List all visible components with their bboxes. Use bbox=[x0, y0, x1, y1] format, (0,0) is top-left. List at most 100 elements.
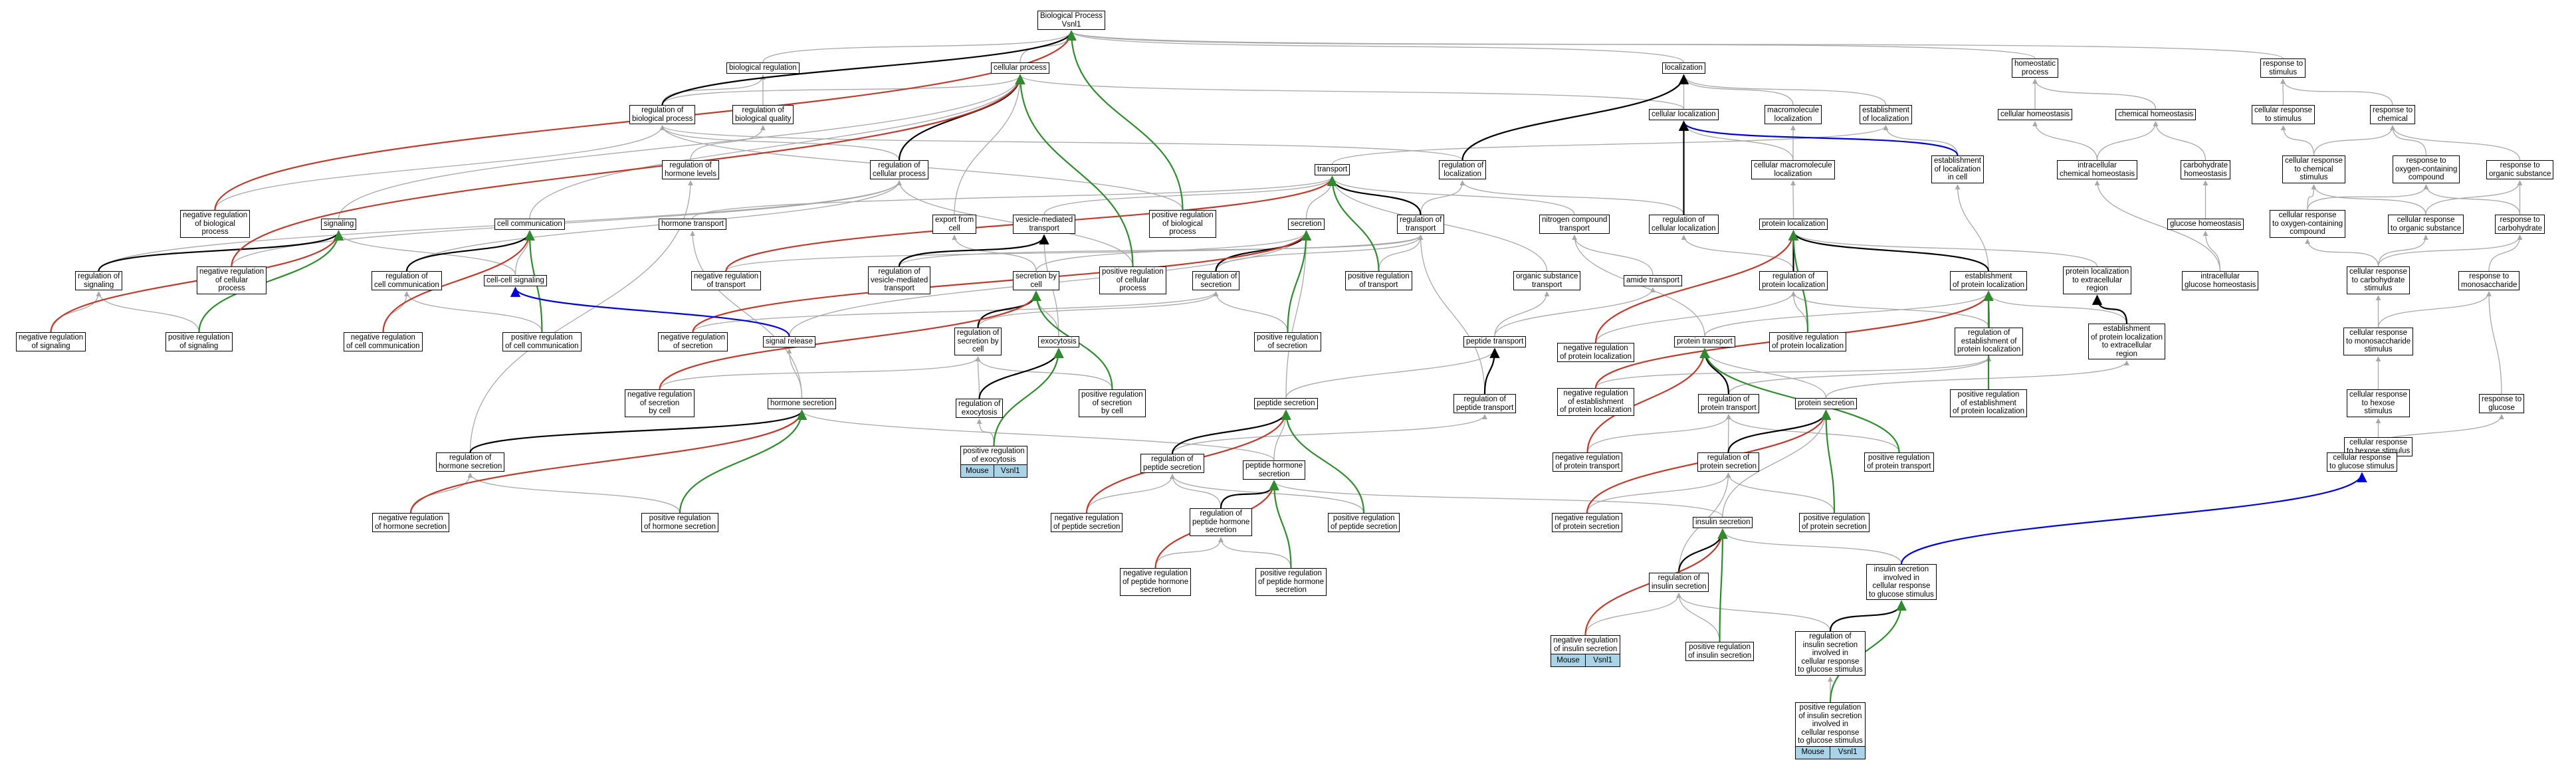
go-term-eslocc[interactable]: establishment of localization in cell bbox=[1931, 155, 1984, 183]
go-term-rsecbycell[interactable]: regulation of secretion by cell bbox=[954, 328, 1002, 355]
go-term-plocext[interactable]: protein localization to extracellular re… bbox=[2063, 266, 2132, 294]
go-term-rhsec[interactable]: regulation of hormone secretion bbox=[436, 452, 505, 472]
go-term-signaling[interactable]: signaling bbox=[321, 219, 357, 230]
go-term-vmt[interactable]: vesicle-mediated transport bbox=[1013, 215, 1076, 234]
go-term-rchem[interactable]: response to chemical bbox=[2370, 105, 2416, 124]
go-term-chomeo[interactable]: cellular homeostasis bbox=[1998, 109, 2073, 120]
go-term-bp[interactable]: Biological Process Vsnl1 bbox=[1037, 11, 1105, 30]
go-term-nrbp[interactable]: negative regulation of biological proces… bbox=[180, 210, 251, 238]
go-term-rinsec[interactable]: regulation of insulin secretion bbox=[1649, 573, 1709, 592]
go-term-nrpepsec[interactable]: negative regulation of peptide secretion bbox=[1051, 513, 1123, 532]
go-term-crcarb[interactable]: cellular response to carbohydrate stimul… bbox=[2347, 266, 2410, 294]
go-term-nrinsec[interactable]: negative regulation of insulin secretion… bbox=[1551, 635, 1621, 667]
go-term-prsig[interactable]: positive regulation of signaling bbox=[165, 332, 233, 351]
go-term-prhsec[interactable]: positive regulation of hormone secretion bbox=[641, 513, 719, 532]
go-term-rcp[interactable]: regulation of cellular process bbox=[870, 160, 928, 179]
go-term-rorg[interactable]: response to organic substance bbox=[2486, 160, 2554, 179]
go-term-rhl[interactable]: regulation of hormone levels bbox=[662, 160, 719, 179]
go-term-rglu[interactable]: response to glucose bbox=[2479, 394, 2525, 413]
go-term-nrhsec[interactable]: negative regulation of hormone secretion bbox=[372, 513, 450, 532]
go-term-crchem[interactable]: cellular response to chemical stimulus bbox=[2282, 155, 2345, 183]
go-term-nrcp[interactable]: negative regulation of cellular process bbox=[197, 266, 267, 294]
go-term-mmloc[interactable]: macromolecule localization bbox=[1765, 105, 1822, 124]
go-term-rstim[interactable]: response to stimulus bbox=[2260, 58, 2306, 78]
go-term-rbq[interactable]: regulation of biological quality bbox=[732, 105, 794, 124]
go-term-nresploc[interactable]: negative regulation of establishment of … bbox=[1557, 388, 1635, 416]
go-term-rcloc[interactable]: regulation of cellular localization bbox=[1649, 215, 1719, 234]
go-term-rcarb[interactable]: response to carbohydrate bbox=[2495, 215, 2545, 234]
go-term-hsec[interactable]: hormone secretion bbox=[768, 398, 837, 409]
go-term-exocyt[interactable]: exocytosis bbox=[1038, 336, 1079, 347]
go-term-rtrans[interactable]: regulation of transport bbox=[1397, 215, 1445, 234]
go-term-crorg[interactable]: cellular response to organic substance bbox=[2388, 215, 2464, 234]
go-term-prbp[interactable]: positive regulation of biological proces… bbox=[1149, 210, 1216, 238]
go-term-crmono[interactable]: cellular response to monosaccharide stim… bbox=[2343, 328, 2414, 355]
annotation-tag-mouse[interactable]: Mouse bbox=[1796, 746, 1830, 759]
go-term-peptt[interactable]: peptide transport bbox=[1463, 336, 1527, 347]
go-term-htrans[interactable]: hormone transport bbox=[659, 219, 726, 230]
annotation-tag-vsnl1[interactable]: Vsnl1 bbox=[1830, 746, 1865, 759]
go-term-ichomeo[interactable]: intracellular chemical homeostasis bbox=[2057, 160, 2138, 179]
go-term-chemhomeo[interactable]: chemical homeostasis bbox=[2115, 109, 2197, 120]
go-term-carbhomeo[interactable]: carbohydrate homeostasis bbox=[2181, 160, 2231, 179]
go-term-rinsecglu[interactable]: regulation of insulin secretion involved… bbox=[1795, 631, 1866, 676]
go-term-nrphsec[interactable]: negative regulation of peptide hormone s… bbox=[1120, 568, 1192, 596]
go-term-secbycell[interactable]: secretion by cell bbox=[1013, 271, 1060, 290]
go-term-ptrans[interactable]: protein transport bbox=[1674, 336, 1735, 347]
go-term-nrtrans[interactable]: negative regulation of transport bbox=[691, 271, 762, 290]
go-term-rexo[interactable]: regulation of exocytosis bbox=[956, 399, 1004, 418]
go-term-iglucohomeo[interactable]: intracellular glucose homeostasis bbox=[2182, 271, 2259, 290]
go-term-prinsec[interactable]: positive regulation of insulin secretion bbox=[1685, 642, 1755, 661]
go-term-cloc[interactable]: cellular localization bbox=[1649, 109, 1719, 120]
go-term-psec[interactable]: protein secretion bbox=[1795, 398, 1858, 409]
go-term-nrploc[interactable]: negative regulation of protein localizat… bbox=[1557, 343, 1635, 362]
go-term-prptrans[interactable]: positive regulation of protein transport bbox=[1864, 452, 1934, 472]
go-term-prinsecglu[interactable]: positive regulation of insulin secretion… bbox=[1795, 702, 1866, 759]
go-term-prsecbycell[interactable]: positive regulation of secretion by cell bbox=[1079, 389, 1146, 417]
go-term-prpepsec[interactable]: positive regulation of peptide secretion bbox=[1328, 513, 1400, 532]
go-term-prphsec[interactable]: positive regulation of peptide hormone s… bbox=[1255, 568, 1327, 596]
go-term-cmmloc[interactable]: cellular macromolecule localization bbox=[1751, 160, 1835, 179]
go-term-croxy[interactable]: cellular response to oxygen-containing c… bbox=[2270, 210, 2346, 238]
go-term-ploc[interactable]: protein localization bbox=[1759, 219, 1828, 230]
go-term-amidet[interactable]: amide transport bbox=[1624, 275, 1682, 286]
go-term-phsec[interactable]: peptide hormone secretion bbox=[1243, 460, 1306, 480]
go-term-pepsec[interactable]: peptide secretion bbox=[1254, 398, 1318, 409]
annotation-tag-mouse[interactable]: Mouse bbox=[1551, 654, 1586, 666]
go-term-rptrans[interactable]: regulation of protein transport bbox=[1698, 394, 1759, 413]
go-term-rsig[interactable]: regulation of signaling bbox=[75, 271, 123, 290]
go-term-exportcell[interactable]: export from cell bbox=[932, 215, 977, 234]
go-term-esploc[interactable]: establishment of protein localization bbox=[1950, 271, 2028, 290]
annotation-tag-vsnl1[interactable]: Vsnl1 bbox=[1585, 654, 1620, 666]
go-term-rloc[interactable]: regulation of localization bbox=[1439, 160, 1487, 179]
go-term-insec[interactable]: insulin secretion bbox=[1693, 517, 1753, 528]
go-term-insecglu[interactable]: insulin secretion involved in cellular r… bbox=[1866, 564, 1937, 600]
go-term-prsec[interactable]: positive regulation of secretion bbox=[1254, 332, 1321, 351]
go-term-prcc[interactable]: positive regulation of cell communicatio… bbox=[502, 332, 582, 351]
go-term-cp[interactable]: cellular process bbox=[991, 62, 1049, 74]
go-term-nrptrans[interactable]: negative regulation of protein transport bbox=[1553, 452, 1623, 472]
go-term-breg[interactable]: biological regulation bbox=[726, 62, 800, 74]
go-term-trans[interactable]: transport bbox=[1315, 164, 1350, 175]
go-term-loc[interactable]: localization bbox=[1662, 62, 1705, 74]
go-term-resploc[interactable]: regulation of establishment of protein l… bbox=[1955, 328, 2024, 355]
go-term-secretion[interactable]: secretion bbox=[1288, 219, 1325, 230]
go-term-rpepsec[interactable]: regulation of peptide secretion bbox=[1140, 454, 1204, 473]
go-term-homeo[interactable]: homeostatic process bbox=[2012, 58, 2059, 78]
go-term-crstim[interactable]: cellular response to stimulus bbox=[2252, 105, 2315, 124]
go-term-rphsec[interactable]: regulation of peptide hormone secretion bbox=[1190, 508, 1253, 536]
go-term-nrsig[interactable]: negative regulation of signaling bbox=[16, 332, 86, 351]
go-term-sigrel[interactable]: signal release bbox=[763, 336, 815, 347]
go-term-presploc[interactable]: positive regulation of establishment of … bbox=[1950, 389, 2028, 417]
go-term-esplocext[interactable]: establishment of protein localization to… bbox=[2088, 324, 2166, 359]
go-term-nrsec[interactable]: negative regulation of secretion bbox=[658, 332, 728, 351]
go-term-nct[interactable]: nitrogen compound transport bbox=[1539, 215, 1610, 234]
go-term-crhex[interactable]: cellular response to hexose stimulus bbox=[2347, 389, 2410, 417]
go-term-rsec[interactable]: regulation of secretion bbox=[1192, 271, 1240, 290]
go-term-esloc[interactable]: establishment of localization bbox=[1860, 105, 1912, 124]
go-term-rpeptt[interactable]: regulation of peptide transport bbox=[1453, 394, 1517, 413]
go-term-ccsig[interactable]: cell-cell signaling bbox=[484, 275, 547, 286]
go-term-rploc[interactable]: regulation of protein localization bbox=[1759, 271, 1828, 290]
go-term-nrcc[interactable]: negative regulation of cell communicatio… bbox=[344, 332, 423, 351]
